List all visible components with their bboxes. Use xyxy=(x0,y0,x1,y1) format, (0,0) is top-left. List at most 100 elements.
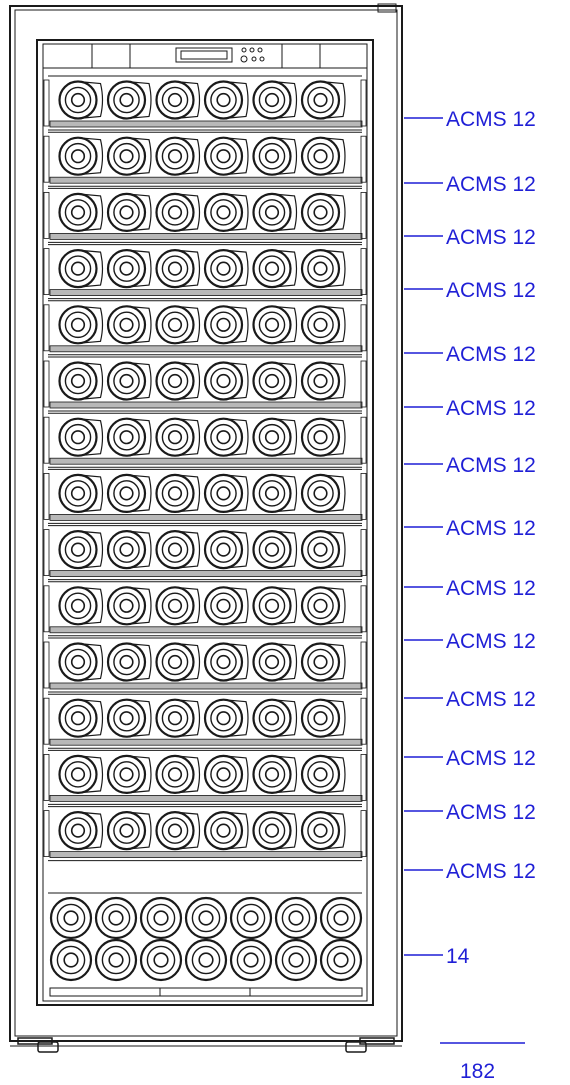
bottle-cap xyxy=(264,486,280,501)
bottle xyxy=(252,249,298,289)
bottle-mid-ring xyxy=(191,945,221,975)
bottle xyxy=(252,473,298,513)
bottle-neck-outline xyxy=(223,249,249,288)
callout-label: ACMS 12 xyxy=(446,108,536,131)
bottle-cap xyxy=(153,952,169,968)
bottle xyxy=(106,642,152,682)
bottle-neck-outline xyxy=(271,474,298,513)
bottle-neck-outline xyxy=(223,193,249,232)
bottle xyxy=(300,249,346,289)
bottle-neck-outline xyxy=(271,249,298,288)
bottle-mid-ring xyxy=(146,945,176,975)
bottle xyxy=(300,698,346,738)
bottle-neck-outline xyxy=(77,474,104,513)
callout: ACMS 12 xyxy=(404,747,536,770)
bottle-neck-outline xyxy=(320,699,346,738)
bottle-mid-ring xyxy=(236,903,266,933)
bottle-cap xyxy=(216,767,231,782)
control-button xyxy=(257,47,263,53)
bottle-mid-ring xyxy=(210,199,237,226)
bottle xyxy=(58,249,104,289)
bottle-cap xyxy=(243,952,259,968)
callout-label: ACMS 12 xyxy=(446,517,536,540)
bottle-cap xyxy=(119,317,134,332)
bottle-cap xyxy=(264,373,280,389)
callout: ACMS 12 xyxy=(404,397,536,420)
bottle xyxy=(252,810,298,851)
bottle-cap xyxy=(264,317,280,332)
bottle-neck-outline xyxy=(77,80,104,120)
bottle-cap xyxy=(264,823,280,838)
bottle-mid-ring xyxy=(64,311,92,339)
bottle-cap xyxy=(167,598,183,613)
bottle-neck-outline xyxy=(174,80,201,120)
bottle xyxy=(300,810,346,851)
callout: ACMS 12 xyxy=(404,173,536,196)
bottle-mid-ring xyxy=(161,255,189,282)
bottle-cap xyxy=(167,373,183,389)
display-screen xyxy=(175,47,233,63)
shelf-left-runner xyxy=(43,529,50,576)
bottle xyxy=(58,192,104,232)
bottle-cap xyxy=(167,261,183,276)
bottle xyxy=(300,586,346,626)
bottle xyxy=(203,136,249,176)
bottle xyxy=(155,810,201,851)
callout: ACMS 12 xyxy=(404,577,536,600)
shelf-left-runner xyxy=(43,472,50,520)
bottle xyxy=(106,361,152,401)
bottle-mid-ring xyxy=(113,142,140,170)
bottle-neck-outline xyxy=(77,811,104,850)
bottle-cap xyxy=(167,711,183,726)
bottle xyxy=(58,529,104,570)
shelf-right-runner xyxy=(360,248,367,296)
bottle xyxy=(155,642,201,682)
bottle-mid-ring xyxy=(307,704,334,732)
bottle xyxy=(300,642,346,682)
shelf-right-runner xyxy=(360,79,367,127)
bottle-cap xyxy=(216,205,231,220)
bottle-cap xyxy=(119,373,134,389)
bottle-cap xyxy=(119,205,134,220)
bottle-neck-outline xyxy=(271,755,298,794)
bottle-cap xyxy=(216,373,231,389)
shelf-row xyxy=(43,356,367,412)
bottle xyxy=(274,896,318,940)
bottle-neck-outline xyxy=(320,80,346,120)
bottle xyxy=(94,896,138,940)
bottle xyxy=(252,361,298,401)
bottle-neck-outline xyxy=(320,193,346,232)
bottle xyxy=(203,249,249,289)
bottle xyxy=(300,192,346,232)
bottle-neck-outline xyxy=(77,642,104,682)
foot-right-inner xyxy=(359,1037,395,1045)
bottle-mid-ring xyxy=(113,761,140,788)
bottle-mid-ring xyxy=(210,142,237,170)
bottle-cap xyxy=(313,205,328,220)
bottle-neck-outline xyxy=(320,305,346,344)
callout-label: ACMS 12 xyxy=(446,397,536,420)
bottle-cap xyxy=(119,430,134,445)
foot-left xyxy=(37,1041,59,1053)
bottle-cap xyxy=(70,542,86,557)
bottle-neck-outline xyxy=(126,193,152,232)
shelf-row xyxy=(43,693,367,749)
bottle-mid-ring xyxy=(258,536,286,563)
bottle-mid-ring xyxy=(210,86,237,114)
bottle-mid-ring xyxy=(307,423,334,451)
bottle-mid-ring xyxy=(210,480,237,507)
bottle-mid-ring xyxy=(64,367,92,395)
bottle-mid-ring xyxy=(307,817,334,844)
bottle-neck-outline xyxy=(126,418,152,457)
shelf-left-runner xyxy=(43,697,50,745)
shelf-left-runner xyxy=(43,416,50,464)
bottle-mid-ring xyxy=(307,86,334,114)
bottle xyxy=(155,136,201,176)
bottle xyxy=(203,305,249,345)
shelf-right-runner xyxy=(360,641,367,689)
callout-group: ACMS 12 ACMS 12 ACMS 12 ACMS 12 ACMS 12 ACMS … xyxy=(404,108,536,968)
bottle-mid-ring xyxy=(161,142,189,170)
bottle-mid-ring xyxy=(64,761,92,788)
bottle-mid-ring xyxy=(210,648,237,676)
bottle-cap xyxy=(198,952,214,968)
